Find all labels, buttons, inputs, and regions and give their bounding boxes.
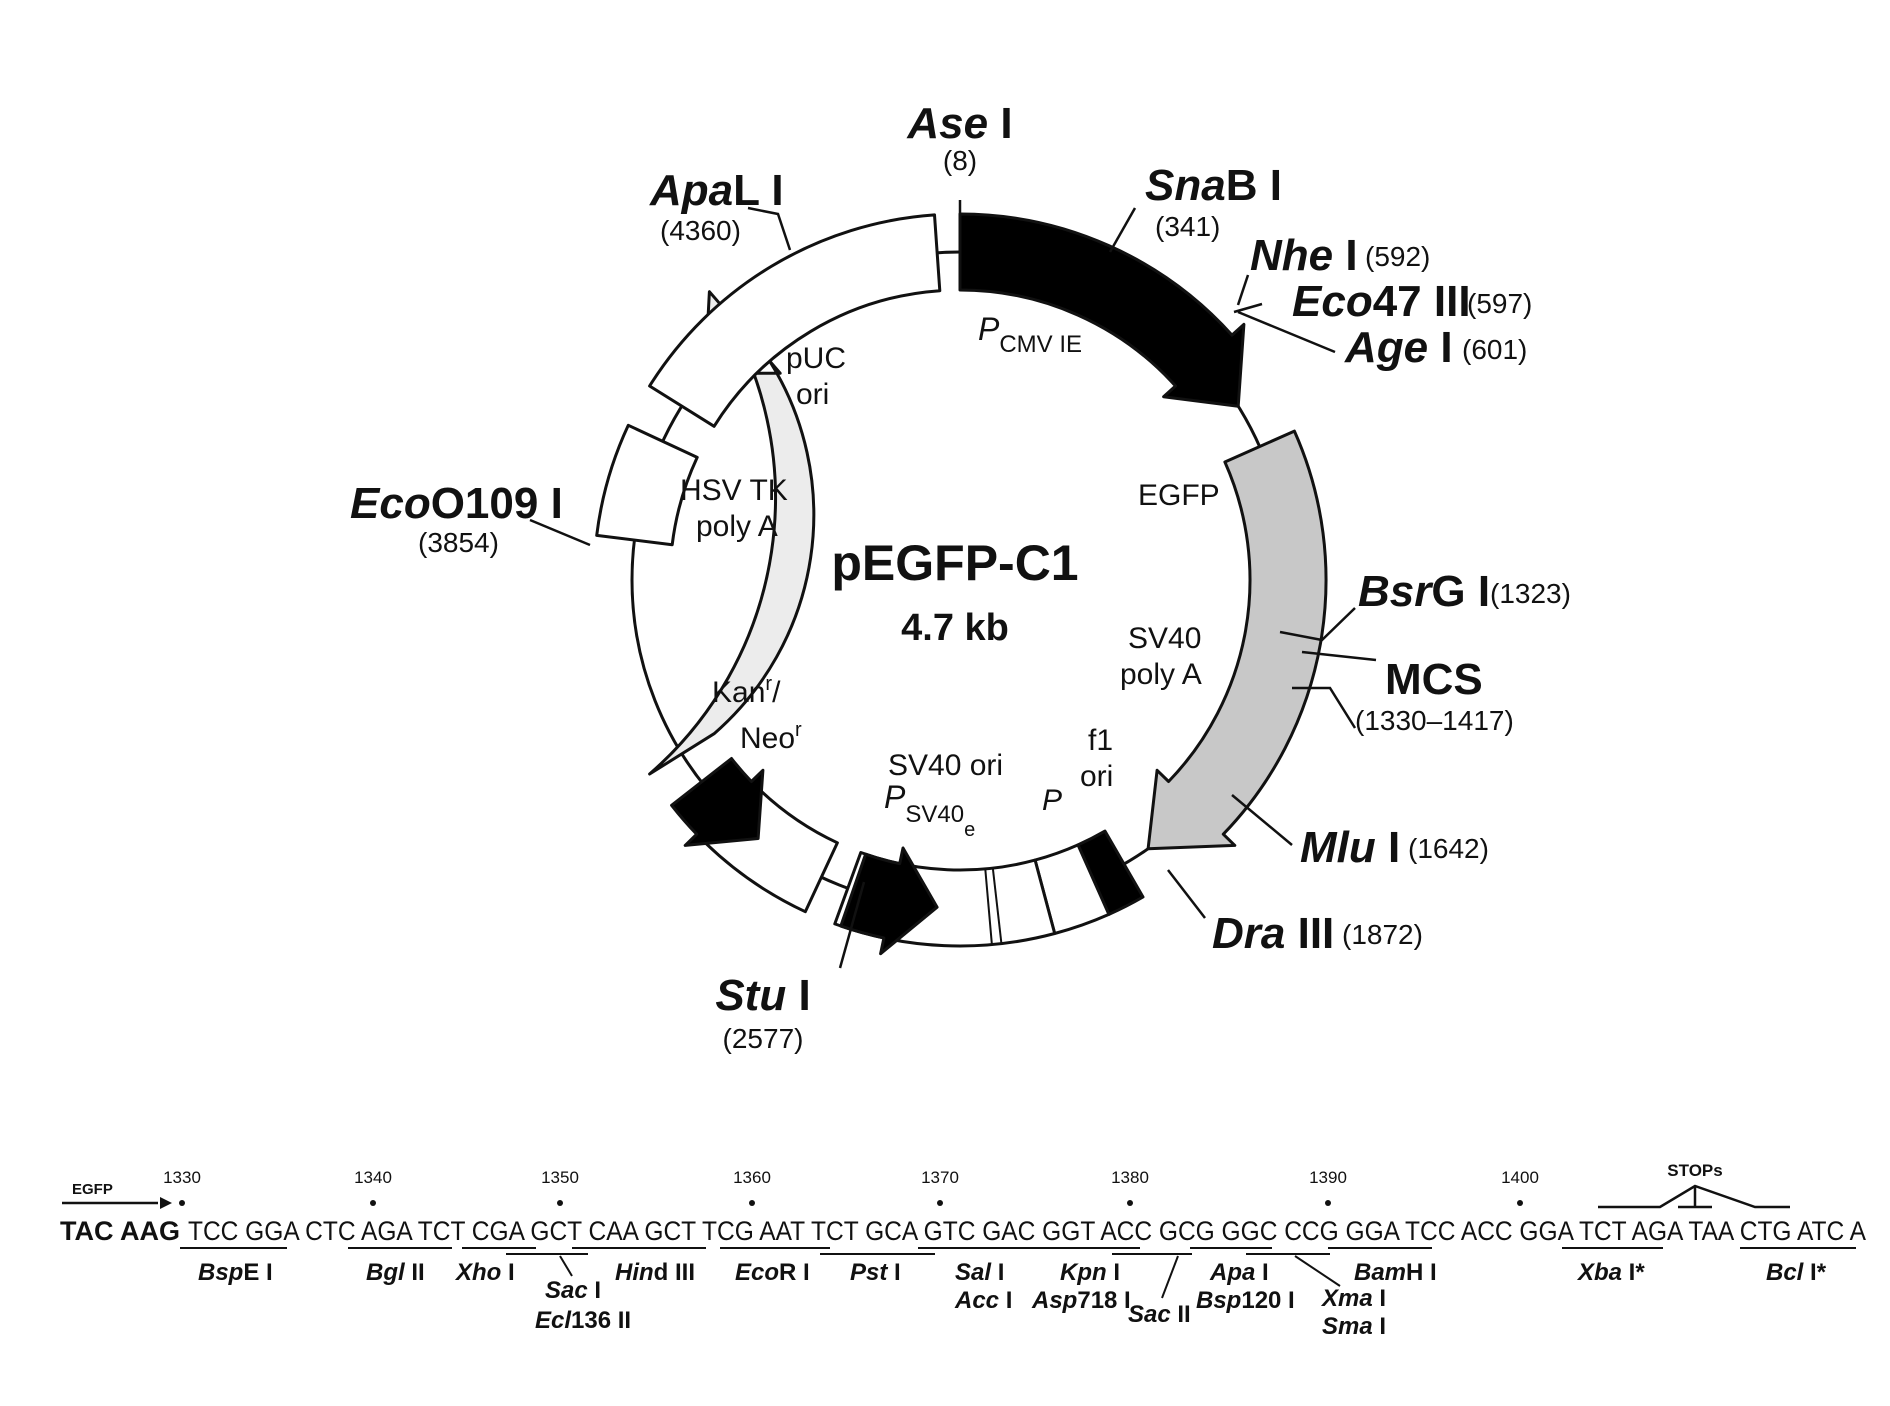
f1-promoter-label: P	[1042, 784, 1062, 817]
sv40-polya-label-1: SV40	[1128, 622, 1201, 655]
eco0109-leader	[529, 518, 591, 547]
seq-site-kpni: Kpn I	[1060, 1259, 1120, 1286]
apali-leader	[747, 206, 792, 251]
seq-tick: 1380	[1111, 1168, 1149, 1187]
site-apali: ApaL I	[649, 166, 784, 215]
seq-site-hindiii: Hind III	[615, 1259, 695, 1286]
plasmid-size: 4.7 kb	[901, 607, 1009, 649]
mlui-site-mark	[991, 868, 1003, 944]
plasmid-name: pEGFP-C1	[831, 535, 1078, 591]
site-eco0109i-pos: (3854)	[418, 527, 499, 558]
draiii-leader	[1167, 869, 1206, 919]
f1-promoter-arrow	[839, 846, 939, 956]
site-draiii-pos: (1872)	[1342, 919, 1423, 950]
mcs-sequence-panel: EGFP 1330 1340 1350 1360 1370 1380 1390 …	[60, 1161, 1866, 1340]
mcs-leader-2	[1292, 686, 1357, 729]
seq-tick: 1330	[163, 1168, 201, 1187]
site-nhei-pos: (592)	[1365, 241, 1430, 272]
site-mlui-pos: (1642)	[1408, 833, 1489, 864]
seq-site-bcli: Bcl I*	[1766, 1259, 1827, 1286]
site-mcs-pos: (1330–1417)	[1355, 705, 1514, 736]
f1-ori-label-1: f1	[1088, 724, 1113, 757]
stops-label: STOPs	[1667, 1161, 1722, 1180]
stops-bracket	[1598, 1184, 1790, 1209]
site-asei-pos: (8)	[943, 145, 977, 176]
site-draiii: Dra III	[1212, 909, 1334, 958]
hsv-tk-polya-block	[595, 423, 699, 547]
seq-site-sacii: Sac II	[1128, 1301, 1191, 1328]
site-bsrgi: BsrG I	[1358, 567, 1490, 616]
bsrgi-leader	[1279, 607, 1356, 642]
site-snabi-pos: (341)	[1155, 211, 1220, 242]
eco47-leader	[1233, 302, 1263, 314]
seq-tick: 1340	[354, 1168, 392, 1187]
seq-site-smai: Sma I	[1322, 1313, 1386, 1340]
kan-label: Kanr/	[712, 673, 781, 709]
agei-leader	[1237, 310, 1336, 354]
seq-site-acci: Acc I	[954, 1287, 1012, 1314]
site-agei-pos: (601)	[1462, 334, 1527, 365]
sv40-polya-label-2: poly A	[1120, 658, 1202, 691]
seq-site-apai: Apa I	[1209, 1259, 1269, 1286]
psv40-promoter-arrow	[670, 757, 765, 847]
seq-tick: 1360	[733, 1168, 771, 1187]
seq-site-psti: Pst I	[850, 1259, 901, 1286]
seq-site-xmai: Xma I	[1320, 1285, 1386, 1312]
site-asei: Ase I	[906, 99, 1012, 148]
seq-tick: 1390	[1309, 1168, 1347, 1187]
seq-site-xbai: Xba I*	[1576, 1259, 1645, 1286]
seq-tick-dots	[179, 1200, 1523, 1206]
seq-site-asp718i: Asp718 I	[1031, 1287, 1131, 1314]
site-eco0109i: EcoO109 I	[350, 479, 563, 528]
seq-site-sali: Sal I	[955, 1259, 1004, 1286]
site-mlui: Mlu I	[1300, 823, 1400, 872]
pcmv-label: PCMV IE	[978, 311, 1082, 358]
site-stui-pos: (2577)	[723, 1023, 804, 1054]
egfp-arrow-head	[160, 1197, 172, 1209]
seq-tick: 1400	[1501, 1168, 1539, 1187]
seq-site-ecl136ii: Ecl136 II	[535, 1307, 631, 1334]
hsv-tk-label-1: HSV TK	[680, 474, 788, 507]
site-snabi: SnaB I	[1145, 161, 1282, 210]
stui-leader	[838, 881, 866, 969]
egfp-arrow-label: EGFP	[72, 1181, 113, 1198]
site-eco47iii-pos: (597)	[1467, 288, 1532, 319]
seq-site-bamhi: BamH I	[1354, 1259, 1437, 1286]
seq-site-bsp120i: Bsp120 I	[1196, 1287, 1295, 1314]
puc-ori-block	[648, 213, 942, 428]
pcmv-promoter-arrow	[958, 212, 1246, 408]
kan-neo-gene-arrow	[648, 290, 816, 776]
mlui-site-mark	[984, 868, 993, 945]
egfp-region-label: EGFP	[1138, 479, 1220, 512]
sv40-ori-label: SV40 ori	[888, 749, 1003, 782]
site-mcs: MCS	[1385, 655, 1483, 704]
puc-ori-label-1: pUC	[786, 342, 846, 375]
seq-tick: 1370	[921, 1168, 959, 1187]
seq-site-bglii: Bgl II	[366, 1259, 425, 1286]
egfp-gene-arrow	[1146, 429, 1328, 851]
site-apali-pos: (4360)	[660, 215, 741, 246]
site-stui: Stu I	[715, 971, 810, 1020]
site-agei: Age I	[1344, 323, 1453, 372]
site-eco47iii: Eco47 III	[1292, 277, 1471, 326]
site-underlines	[180, 1247, 1856, 1255]
nhei-leader	[1236, 274, 1250, 306]
seq-site-xhoi: Xho I	[454, 1259, 515, 1286]
site-nhei: Nhe I	[1250, 231, 1358, 280]
seq-site-saci: Sac I	[545, 1277, 601, 1304]
site-bsrgi-pos: (1323)	[1490, 578, 1571, 609]
seq-site-bspei: BspE I	[198, 1259, 273, 1286]
f1-ori-label-2: ori	[1080, 760, 1113, 793]
hsv-tk-label-2: poly A	[696, 510, 778, 543]
neo-label: Neor	[740, 719, 802, 755]
mcs-leader-1	[1301, 650, 1377, 662]
seq-tick: 1350	[541, 1168, 579, 1187]
snabi-leader	[1108, 207, 1137, 253]
puc-ori-label-2: ori	[796, 378, 829, 411]
psv40-label: PSV40e	[884, 779, 975, 841]
seq-site-ecori: EcoR I	[735, 1259, 810, 1286]
mlui-leader	[1231, 794, 1293, 846]
